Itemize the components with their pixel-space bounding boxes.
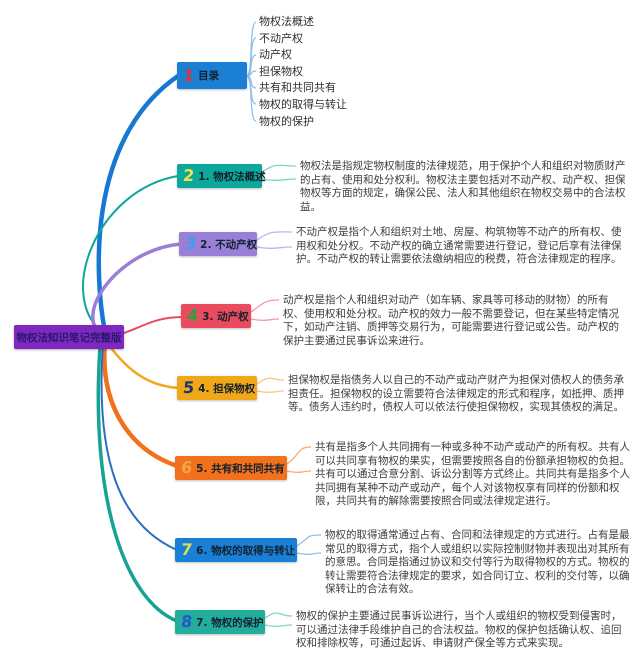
topic-label: 1. 物权法概述 bbox=[198, 170, 266, 183]
topic-number: 4 bbox=[186, 306, 199, 325]
detail-link-security-a bbox=[256, 377, 285, 385]
detail-text-co-ownership[interactable]: 共有是指多个人共同拥有一种或多种不动产或动产的所有权。共有人可以共同享有物权的果… bbox=[315, 441, 630, 507]
topic-number: 1 bbox=[182, 65, 195, 85]
branch-line-co-ownership bbox=[102, 339, 180, 469]
topic-node-protection[interactable]: 8 7. 物权的保护 bbox=[175, 610, 265, 634]
detail-link-transfer-b bbox=[296, 552, 322, 555]
toc-child-item[interactable]: 不动产权 bbox=[259, 31, 303, 45]
topic-node-toc[interactable]: 1 目录 bbox=[177, 62, 247, 89]
topic-label: 3. 动产权 bbox=[202, 310, 249, 323]
topic-label: 5. 共有和共同共有 bbox=[196, 462, 285, 475]
topic-number: 8 bbox=[180, 612, 193, 631]
detail-link-chattel-a bbox=[250, 299, 280, 313]
topic-number: 6 bbox=[180, 458, 193, 477]
detail-link-co-ownership-a bbox=[286, 446, 312, 465]
topic-label: 6. 物权的取得与转让 bbox=[196, 544, 296, 557]
detail-text-overview[interactable]: 物权法是指规定物权制度的法律规范，用于保护个人和组织对物质财产的占有、使用和处分… bbox=[300, 160, 626, 213]
topic-node-chattel[interactable]: 4 3. 动产权 bbox=[181, 304, 251, 328]
detail-text-realty[interactable]: 不动产权是指个人和组织对土地、房屋、构筑物等不动产的所有权、使用权和处分权。不动… bbox=[296, 226, 622, 265]
topic-number: 2 bbox=[182, 166, 195, 185]
branch-line-protection bbox=[96, 344, 179, 623]
topic-node-realty[interactable]: 3 2. 不动产权 bbox=[179, 232, 257, 256]
toc-child-item[interactable]: 物权的取得与转让 bbox=[259, 97, 347, 111]
detail-link-co-ownership-b bbox=[286, 470, 312, 473]
detail-link-security-b bbox=[256, 390, 285, 393]
topic-node-security[interactable]: 5 4. 担保物权 bbox=[177, 376, 257, 400]
topic-number: 5 bbox=[182, 378, 195, 397]
toc-child-item[interactable]: 担保物权 bbox=[259, 64, 303, 78]
topic-node-transfer[interactable]: 7 6. 物权的取得与转让 bbox=[175, 538, 297, 562]
topic-label: 7. 物权的保护 bbox=[196, 616, 264, 629]
topic-label: 4. 担保物权 bbox=[198, 382, 256, 395]
topic-number: 7 bbox=[180, 540, 193, 559]
topic-node-overview[interactable]: 2 1. 物权法概述 bbox=[177, 164, 266, 188]
detail-link-transfer-a bbox=[296, 534, 322, 547]
topic-label: 2. 不动产权 bbox=[200, 238, 258, 251]
detail-link-protection-b bbox=[264, 624, 293, 627]
detail-link-realty-b bbox=[256, 246, 293, 249]
detail-link-protection-a bbox=[264, 612, 293, 619]
topic-label: 目录 bbox=[198, 70, 220, 82]
toc-child-item[interactable]: 物权法概述 bbox=[259, 15, 314, 28]
detail-link-chattel-b bbox=[250, 318, 280, 321]
detail-text-chattel[interactable]: 动产权是指个人和组织对动产（如车辆、家具等可移动的财物）的所有权、使用权和处分权… bbox=[283, 294, 619, 347]
toc-child-item[interactable]: 物权的保护 bbox=[259, 114, 314, 128]
detail-text-transfer[interactable]: 物权的取得通常通过占有、合同和法律规定的方式进行。占有是最常见的取得方式，指个人… bbox=[325, 529, 630, 595]
root-node[interactable]: 物权法知识笔记完整版 bbox=[14, 325, 124, 349]
detail-link-overview-a bbox=[261, 164, 297, 173]
toc-child-item[interactable]: 共有和共同共有 bbox=[259, 81, 336, 95]
detail-link-realty-a bbox=[256, 231, 293, 241]
detail-text-protection[interactable]: 物权的保护主要通过民事诉讼进行，当个人或组织的物权受到侵害时，可以通过法律手段维… bbox=[296, 610, 622, 649]
detail-text-security[interactable]: 担保物权是指债务人以自己的不动产或动产财产为担保对债权人的债务承担责任。担保物权… bbox=[288, 374, 624, 413]
branch-line-toc bbox=[96, 73, 181, 335]
topic-number: 3 bbox=[184, 234, 197, 253]
branch-line-realty bbox=[91, 242, 183, 338]
toc-child-link-7 bbox=[246, 75, 257, 122]
branch-line-overview bbox=[82, 175, 179, 335]
detail-link-overview-b bbox=[261, 178, 297, 181]
toc-children-list: 物权法概述 不动产权 动产权 担保物权 共有和共同共有 物权的取得与转让 物权的… bbox=[259, 14, 347, 130]
branch-line-transfer bbox=[100, 343, 178, 551]
toc-child-item[interactable]: 动产权 bbox=[259, 48, 292, 62]
topic-node-co-ownership[interactable]: 6 5. 共有和共同共有 bbox=[175, 456, 287, 480]
